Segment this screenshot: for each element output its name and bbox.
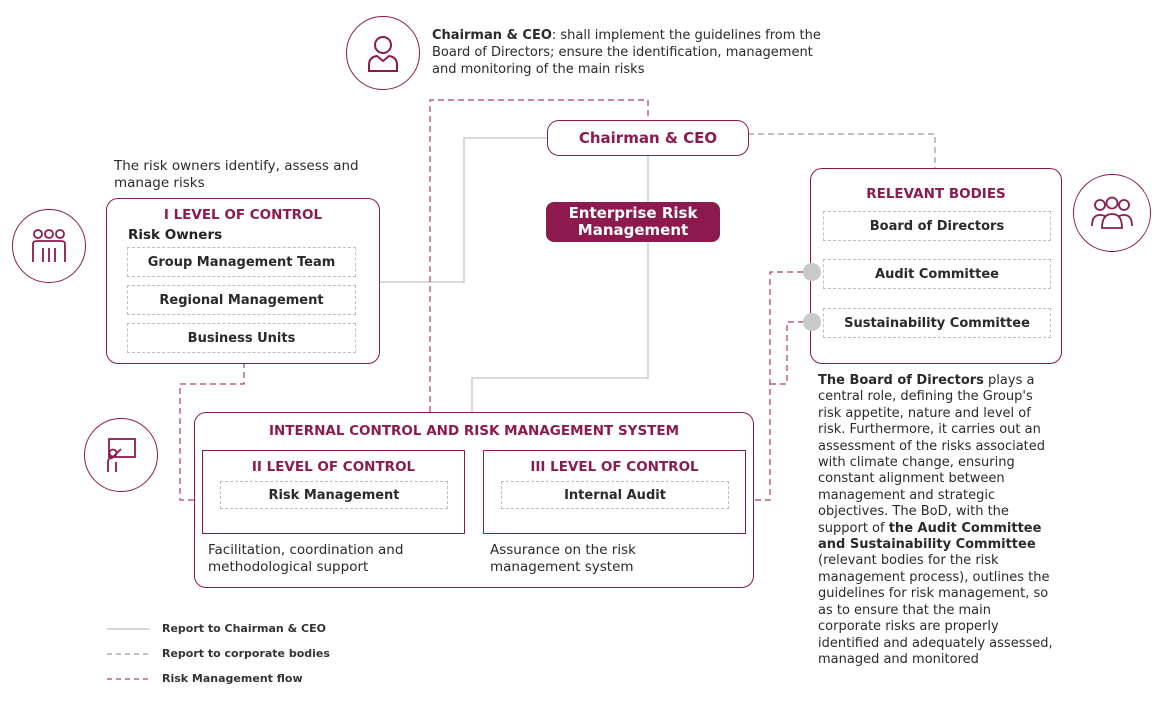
level1-item: Regional Management (127, 285, 356, 315)
level1-title: I LEVEL OF CONTROL (163, 207, 323, 223)
line-level1-to-level2 (179, 362, 245, 501)
level2-caption: Facilitation, coordination and methodolo… (208, 542, 404, 575)
owners-icon-circle (12, 209, 86, 283)
level3-box: III LEVEL OF CONTROL Internal Audit (483, 450, 746, 534)
erm-label: Enterprise Risk Management (568, 204, 698, 239)
ceo-note: Chairman & CEO: shall implement the guid… (432, 28, 821, 77)
legend-label: Report to Chairman & CEO (162, 622, 326, 635)
ceo-pill: Chairman & CEO (547, 120, 749, 156)
level1-item: Group Management Team (127, 247, 356, 277)
board-note: The Board of Directors plays a central r… (818, 373, 1053, 667)
legend-label: Report to corporate bodies (162, 647, 330, 660)
risk-owners-note: The risk owners identify, assess and man… (114, 158, 359, 191)
line-level3-to-sustainability (770, 321, 812, 385)
person-icon (368, 36, 398, 72)
legend-label: Risk Management flow (162, 672, 303, 685)
system-icon-circle (84, 418, 158, 492)
audit-connector-dot (803, 263, 821, 281)
bodies-icon-circle (1073, 174, 1151, 252)
line-level3-to-audit (755, 271, 812, 501)
sustainability-connector-dot (803, 313, 821, 331)
level2-title: II LEVEL OF CONTROL (251, 459, 416, 475)
relevant-bodies-item: Audit Committee (823, 259, 1051, 289)
line-ceo-to-bodies (748, 133, 936, 168)
internal-system-title: INTERNAL CONTROL AND RISK MANAGEMENT SYS… (268, 423, 680, 439)
relevant-bodies-box: RELEVANT BODIES Board of Directors Audit… (810, 168, 1062, 364)
ceo-pill-label: Chairman & CEO (578, 129, 718, 147)
ceo-icon-circle (346, 16, 420, 90)
relevant-bodies-item: Board of Directors (823, 211, 1051, 241)
line-system-to-ceo (429, 99, 649, 412)
presentation-icon (107, 438, 136, 472)
relevant-bodies-title: RELEVANT BODIES (866, 186, 1006, 202)
level3-caption: Assurance on the risk management system (490, 542, 636, 575)
line-level1-to-ceo (378, 137, 547, 283)
level2-item: Risk Management (220, 481, 448, 509)
team-icon (32, 229, 66, 262)
level1-item: Business Units (127, 323, 356, 353)
level1-subtitle: Risk Owners (128, 227, 223, 243)
line-erm-to-system (471, 156, 649, 412)
erm-box: Enterprise Risk Management (546, 202, 720, 242)
group-icon (1091, 196, 1133, 229)
level3-item: Internal Audit (501, 481, 729, 509)
level2-box: II LEVEL OF CONTROL Risk Management (202, 450, 465, 534)
level3-title: III LEVEL OF CONTROL (530, 459, 699, 475)
level1-box: I LEVEL OF CONTROL Risk Owners Group Man… (106, 198, 380, 364)
relevant-bodies-item: Sustainability Committee (823, 308, 1051, 338)
